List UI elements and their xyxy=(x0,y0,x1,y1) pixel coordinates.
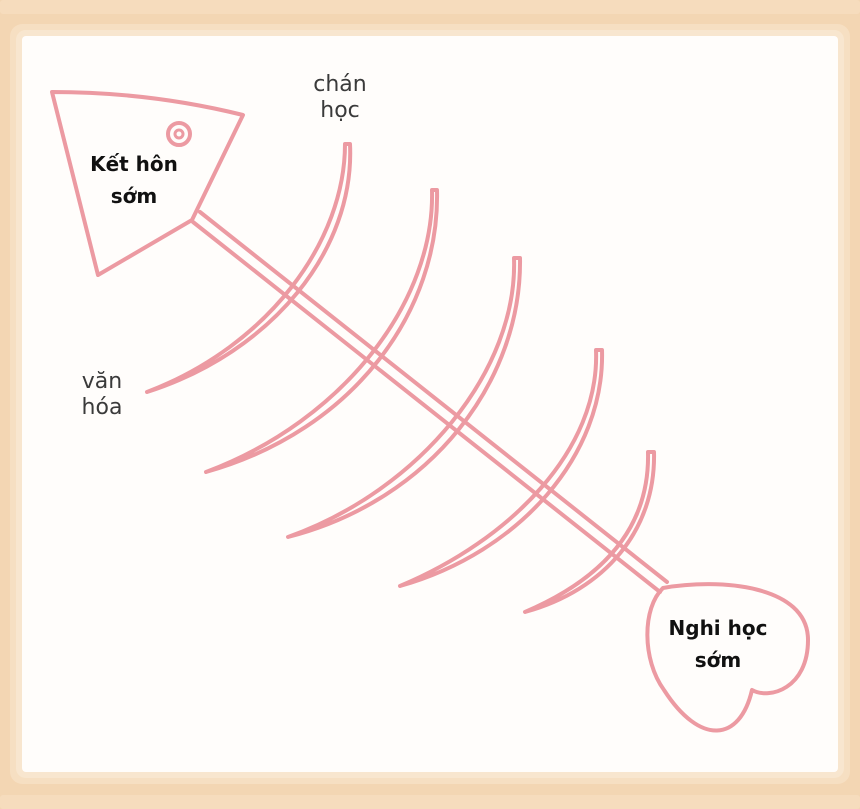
head-label-line1: Kết hôn xyxy=(74,148,194,180)
cause-label-top-line1: chán xyxy=(290,72,390,98)
cause-label-top: chán học xyxy=(290,72,390,124)
head-label: Kết hôn sớm xyxy=(74,148,194,212)
head-label-line2: sớm xyxy=(74,180,194,212)
cause-label-left: văn hóa xyxy=(62,369,142,421)
cause-label-left-line1: văn xyxy=(62,369,142,395)
tail-label: Nghi học sớm xyxy=(648,612,788,676)
fish-eye xyxy=(168,123,190,145)
cause-label-left-line2: hóa xyxy=(62,395,142,421)
tail-label-line1: Nghi học xyxy=(648,612,788,644)
fish-rib xyxy=(206,190,437,472)
tail-label-line2: sớm xyxy=(648,644,788,676)
fish-rib xyxy=(525,452,654,612)
cause-label-top-line2: học xyxy=(290,98,390,124)
